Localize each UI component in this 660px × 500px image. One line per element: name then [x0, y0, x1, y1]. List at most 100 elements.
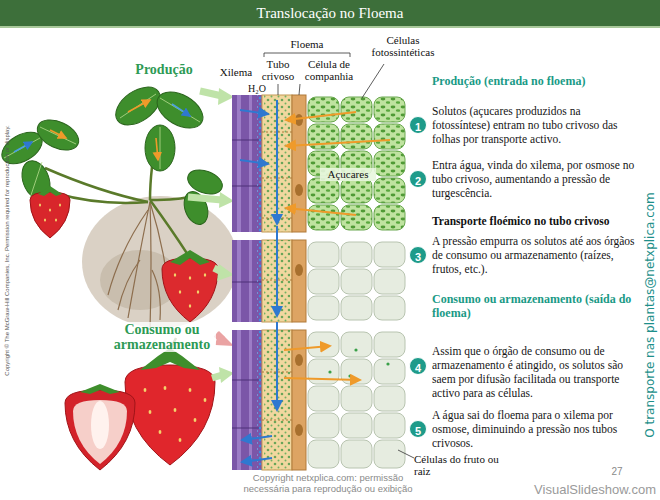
roots — [108, 202, 170, 330]
tissue-top-part — [295, 114, 303, 126]
tissue-top-part — [295, 184, 303, 196]
tissue-bottom-part-part — [341, 413, 372, 438]
title-bar: Translocação no Floema — [0, 0, 660, 28]
tissue-bottom-part — [237, 330, 241, 470]
step-text: Solutos (açucares produzidos na fotossín… — [432, 104, 636, 146]
tissue-middle-part-part — [308, 242, 339, 267]
tissue-bottom-part — [292, 330, 306, 470]
tissue-bottom-part-part — [308, 386, 339, 411]
tissue-top-part-part — [374, 178, 405, 203]
strawberry-small — [30, 186, 70, 238]
tissue-bottom-part-part — [276, 322, 278, 410]
page-number: 27 — [604, 466, 630, 477]
leaf-flow-arrows-part — [172, 104, 190, 116]
tissue-top-part-part — [286, 140, 390, 146]
section-heading: Transporte floémico no tubo crivoso — [432, 214, 636, 228]
leaf-flow-arrows-part — [50, 130, 66, 138]
strawberry-whole-part-part — [194, 418, 197, 422]
tissue-bottom-part-part — [284, 346, 330, 350]
callout-number: 4 — [415, 362, 421, 374]
leader-lines-part — [299, 84, 300, 95]
callout-circle: 4 — [409, 357, 427, 375]
tissue-top-part-part — [308, 205, 339, 230]
tissue-bottom-part — [249, 330, 252, 470]
leaf-veins-part — [160, 127, 161, 169]
roots-part — [128, 202, 150, 318]
tissue-bottom-part-part — [308, 440, 339, 468]
strawberry-small-part — [30, 192, 70, 238]
strawberry-whole-part-part — [204, 398, 207, 402]
leaf-flow-arrows — [14, 100, 190, 160]
tissue-middle-part — [292, 240, 306, 322]
tissue-middle-part-part — [308, 296, 339, 320]
callout-number: 2 — [415, 175, 421, 187]
leaf-flow-arrows-part — [14, 142, 32, 152]
strawberry-on-plant-part — [162, 258, 218, 322]
strawberry-cut — [65, 384, 135, 470]
tissue-top-part-part — [341, 205, 372, 230]
transfer-arrows-part — [215, 331, 234, 346]
tissue-middle-part — [308, 242, 405, 320]
tissue-bottom-part-part — [354, 348, 357, 351]
leaf-flow-arrows-part — [128, 100, 150, 112]
tissue-middle-part-part — [341, 242, 372, 267]
tissue-bottom-part-part — [374, 440, 405, 468]
tissue-bottom-part-part — [386, 362, 389, 365]
tissue-bottom-part-part — [348, 374, 351, 377]
tissue-middle-part — [276, 226, 278, 316]
tissue-middle-part-part — [374, 296, 405, 320]
leaf-veins-part — [160, 98, 200, 122]
step-text: A pressão empurra os solutos até aos órg… — [432, 234, 636, 276]
leaves-part — [145, 125, 175, 171]
region-label: Produção — [124, 62, 204, 77]
tissue-top-part-part — [308, 178, 339, 203]
tissue-top-part-part — [341, 124, 372, 149]
tissue-top-part-part — [374, 97, 405, 122]
tissue-bottom-part — [308, 332, 405, 468]
water-label: H₂O — [244, 83, 270, 94]
tissue-bottom-part-part — [284, 378, 360, 380]
strawberry-whole-part — [144, 386, 207, 442]
callout-circle: 2 — [409, 170, 427, 188]
roots-part — [150, 202, 151, 330]
tissue-bottom-part-part — [374, 386, 405, 411]
transfer-arrows-part — [219, 192, 234, 208]
tissue-top-part-part — [341, 178, 372, 203]
leaves-part — [180, 188, 212, 227]
tissue-top-part-part — [308, 97, 339, 122]
strawberry-on-plant-part-part — [179, 290, 181, 294]
sugar-label: Açucares — [320, 168, 376, 181]
tissue-label: Células fotossintéticas — [360, 34, 446, 58]
transfer-arrows-part — [188, 197, 222, 200]
tissue-middle-part — [249, 240, 252, 322]
leaves-part — [33, 114, 84, 156]
cell-label: Células do fruto ou raiz — [414, 453, 514, 477]
strawberry-cut-part — [80, 384, 120, 394]
tissue-bottom-part — [242, 322, 360, 462]
strawberry-cut-part — [65, 390, 135, 470]
tissue-top-part-part — [374, 205, 405, 230]
callout-circle: 1 — [409, 116, 427, 134]
section-heading: Consumo ou armazenamento (saída do floem… — [432, 292, 636, 320]
tissue-bottom-part-part — [242, 436, 272, 440]
tissue-top-part — [292, 95, 306, 232]
leader-lines-part — [398, 450, 414, 458]
leader-lines-part — [278, 84, 279, 95]
leaf-veins — [4, 94, 200, 198]
strawberry-on-plant — [162, 250, 218, 322]
tissue-middle — [232, 226, 405, 322]
step-text: Entra água, vinda do xilema, por osmose … — [432, 158, 636, 200]
leader-lines-part — [264, 53, 350, 57]
leaf-flow-arrows-part — [156, 138, 158, 160]
strawberry-small-part — [39, 204, 61, 222]
tissue-middle-part-part — [341, 269, 372, 294]
tissue-bottom-part — [320, 344, 389, 377]
tissue-top-part — [308, 97, 405, 230]
side-note: O transporte nas plantas@netxplica.com — [643, 165, 657, 465]
tissue-middle-part-part — [374, 269, 405, 294]
plant-stems-part — [150, 200, 190, 258]
leader-lines-part — [362, 64, 384, 98]
tissue-bottom-part-part — [374, 359, 405, 384]
transfer-arrows-part — [218, 88, 234, 105]
